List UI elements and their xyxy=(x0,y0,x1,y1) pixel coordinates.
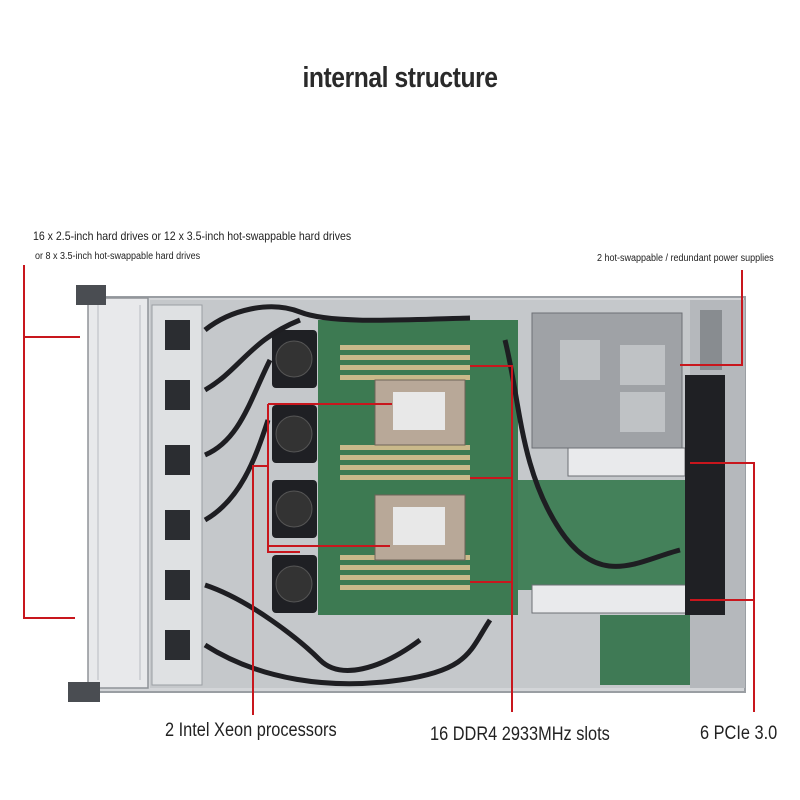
cpu-heatsink-2 xyxy=(374,494,466,561)
page-title: internal structure xyxy=(302,62,498,94)
dimm-slots-label: 16 DDR4 2933MHz slots xyxy=(430,724,610,745)
backplane xyxy=(151,304,203,686)
pcie-label: 6 PCIe 3.0 xyxy=(700,723,778,744)
fan-module xyxy=(272,330,317,613)
callout-lines xyxy=(23,265,755,715)
pcie-riser-1 xyxy=(567,447,686,477)
drives-label-line2: or 8 x 3.5-inch hot-swappable hard drive… xyxy=(35,251,201,262)
cable-bundle xyxy=(203,304,681,687)
dimm-slots xyxy=(340,345,470,590)
drive-bay xyxy=(68,285,149,702)
rear-brackets xyxy=(685,310,725,615)
processors-label: 2 Intel Xeon processors xyxy=(165,720,337,741)
power-supply-label: 2 hot-swappable / redundant power suppli… xyxy=(597,253,774,264)
power-supply-cage xyxy=(531,312,683,449)
pcie-riser-2 xyxy=(531,584,688,614)
drives-label-line1: 16 x 2.5-inch hard drives or 12 x 3.5-in… xyxy=(33,229,352,243)
cpu-heatsink-1 xyxy=(374,379,466,446)
